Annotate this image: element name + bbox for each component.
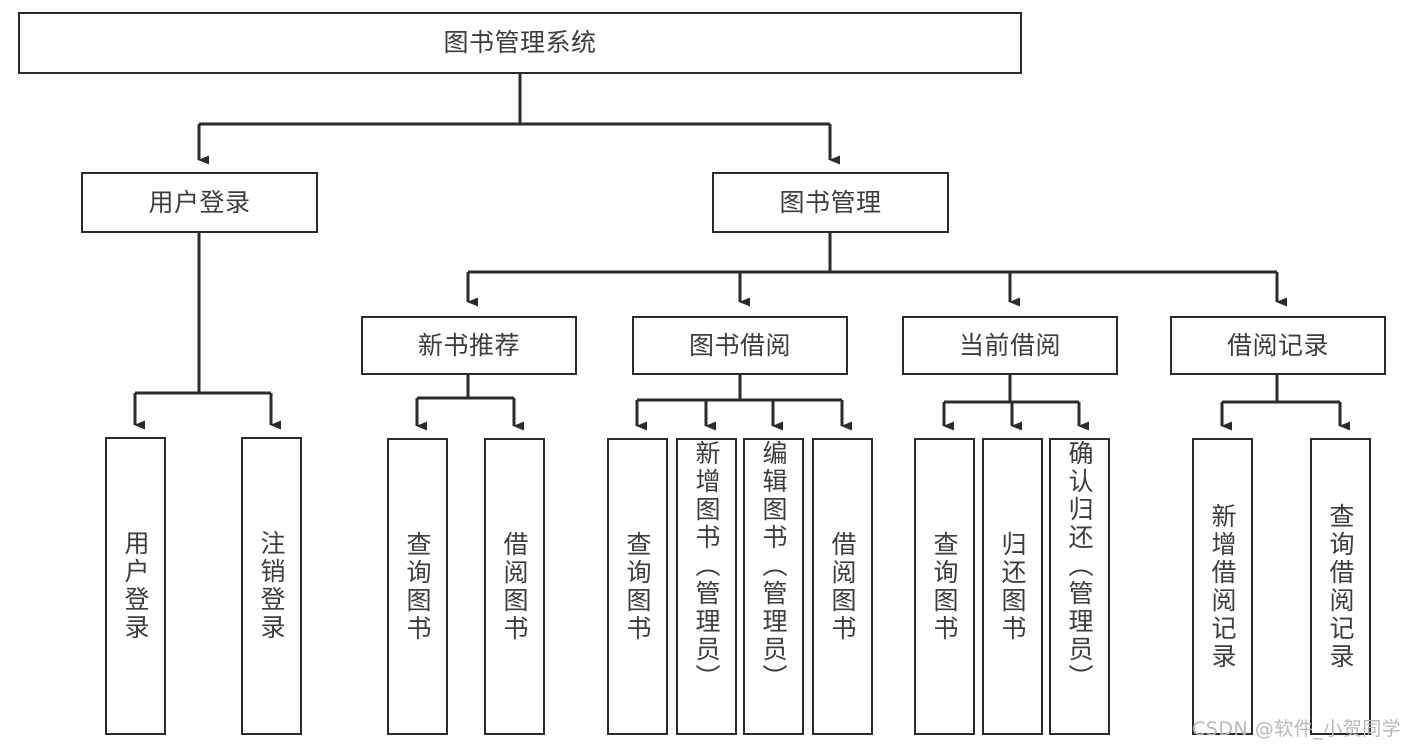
node-leaf-borrow-book-2[interactable]: 借阅图书	[812, 438, 873, 735]
node-leaf-borrow-book-1-label: 借阅图书	[500, 530, 529, 643]
node-leaf-return-book-label: 归还图书	[998, 530, 1027, 643]
node-leaf-query-book-3-label: 查询图书	[930, 530, 959, 643]
node-borrow-record-label: 借阅记录	[1226, 330, 1329, 360]
node-leaf-borrow-book-2-label: 借阅图书	[828, 530, 857, 643]
node-leaf-query-book-2-label: 查询图书	[623, 530, 652, 643]
node-leaf-add-book-label: 新增图书（管理员）	[692, 440, 721, 692]
node-leaf-query-book-3[interactable]: 查询图书	[914, 438, 975, 735]
node-new-book-rec-label: 新书推荐	[417, 330, 520, 360]
node-book-manage[interactable]: 图书管理	[712, 172, 949, 233]
node-leaf-query-book-1[interactable]: 查询图书	[387, 438, 448, 735]
node-leaf-edit-book-label: 编辑图书（管理员）	[759, 440, 788, 692]
node-book-borrow-label: 图书借阅	[688, 330, 791, 360]
node-user-login[interactable]: 用户登录	[81, 172, 318, 233]
node-leaf-confirm-return[interactable]: 确认归还（管理员）	[1049, 438, 1110, 735]
node-leaf-query-book-1-label: 查询图书	[403, 530, 432, 643]
node-leaf-borrow-book-1[interactable]: 借阅图书	[484, 438, 545, 735]
node-root-label: 图书管理系统	[443, 28, 597, 58]
node-leaf-user-login-label: 用户登录	[121, 530, 150, 642]
node-new-book-rec[interactable]: 新书推荐	[361, 316, 577, 375]
node-book-manage-label: 图书管理	[779, 187, 882, 217]
node-leaf-query-record-label: 查询借阅记录	[1326, 502, 1355, 671]
node-current-borrow[interactable]: 当前借阅	[902, 316, 1118, 375]
node-leaf-user-logout[interactable]: 注销登录	[241, 437, 302, 735]
node-leaf-return-book[interactable]: 归还图书	[982, 438, 1043, 735]
node-leaf-confirm-return-label: 确认归还（管理员）	[1065, 440, 1094, 692]
node-leaf-user-login[interactable]: 用户登录	[105, 437, 166, 735]
node-root[interactable]: 图书管理系统	[18, 12, 1022, 74]
node-leaf-user-logout-label: 注销登录	[257, 530, 286, 642]
node-leaf-query-book-2[interactable]: 查询图书	[607, 438, 668, 735]
node-leaf-add-record[interactable]: 新增借阅记录	[1192, 438, 1253, 735]
node-borrow-record[interactable]: 借阅记录	[1170, 316, 1386, 375]
node-user-login-label: 用户登录	[148, 187, 251, 217]
node-current-borrow-label: 当前借阅	[958, 330, 1061, 360]
node-leaf-add-record-label: 新增借阅记录	[1208, 502, 1237, 671]
node-book-borrow[interactable]: 图书借阅	[632, 316, 848, 375]
node-leaf-query-record[interactable]: 查询借阅记录	[1310, 438, 1371, 735]
node-leaf-edit-book[interactable]: 编辑图书（管理员）	[743, 438, 804, 735]
node-leaf-add-book[interactable]: 新增图书（管理员）	[676, 438, 737, 735]
